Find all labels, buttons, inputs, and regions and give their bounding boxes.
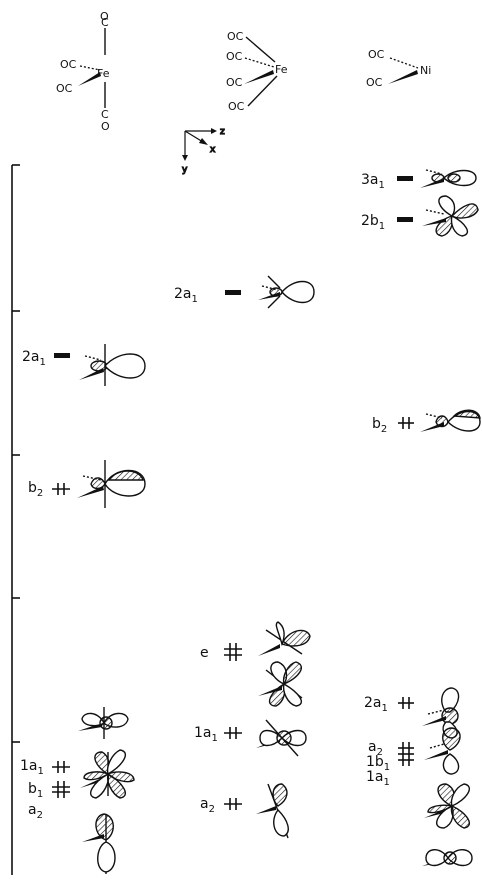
level-label: b2 (28, 480, 43, 499)
orbital-d-shape (256, 719, 307, 757)
atom-label: OC (60, 58, 77, 71)
orbital-d-shape (256, 783, 289, 839)
axis-x-label: x (210, 145, 216, 155)
level-label: 2b1 (361, 213, 385, 232)
structure-left: O C Fe C O OC OC (56, 10, 110, 133)
level-marker-empty (54, 353, 70, 358)
level-label: 2a1 (364, 695, 388, 714)
atom-label: O (100, 10, 109, 23)
level-marker-filled (224, 643, 242, 661)
orbital-lobe-shape (420, 169, 477, 188)
atom-label: O (101, 120, 110, 133)
orbital-d-shape (78, 707, 129, 739)
level-marker-filled (398, 417, 414, 429)
orbital-d-shape (422, 849, 473, 867)
level-markers-filled (52, 417, 414, 810)
level-marker-empty (225, 290, 241, 295)
level-marker-filled (52, 781, 70, 798)
level-label: a2 (200, 796, 215, 815)
level-marker-filled (52, 483, 70, 495)
level-label: b1 (28, 781, 43, 800)
orbital-lobe-shape (79, 344, 146, 386)
atom-label: OC (227, 30, 244, 43)
level-label: b2 (372, 416, 387, 435)
atom-label: OC (366, 76, 383, 89)
level-marker-filled (52, 761, 70, 773)
orbital-d-shape (422, 195, 479, 237)
structure-right: OC OC Ni (366, 48, 431, 89)
orbital-d-shape (424, 783, 470, 829)
atom-label: Fe (275, 63, 288, 76)
energy-axis (11, 164, 20, 875)
structure-middle: OC OC OC OC Fe (226, 30, 288, 113)
atom-label: C (101, 16, 109, 29)
atom-label: OC (368, 48, 385, 61)
atom-label: Ni (420, 64, 431, 77)
orbital-d-shape (80, 749, 135, 799)
level-label: 2a1 (22, 349, 46, 368)
level-label: a2 (368, 739, 383, 758)
atom-label: OC (56, 82, 73, 95)
axis-z-label: z (220, 127, 225, 137)
level-label: a2 (28, 802, 43, 821)
level-label: 2a1 (174, 286, 198, 305)
orbital-lobe-shape (258, 621, 311, 656)
level-markers (54, 176, 413, 358)
level-marker-filled (398, 742, 414, 766)
coordinate-axes-icon: z x y (181, 126, 225, 175)
level-label: 1b1 (366, 754, 390, 773)
atom-label: OC (226, 76, 243, 89)
level-marker-filled (224, 727, 242, 739)
level-labels: 2a1 b2 1a1 b1 a2 2a1 e 1a1 a2 3a1 2b1 b2… (20, 172, 390, 821)
atom-label: Fe (97, 67, 110, 80)
level-marker-filled (224, 798, 242, 810)
level-marker-filled (398, 697, 414, 709)
axis-y-label: y (182, 165, 188, 175)
atom-label: OC (228, 100, 245, 113)
level-label: e (200, 645, 209, 661)
level-label: 1a1 (194, 725, 218, 744)
level-marker-empty (397, 217, 413, 222)
orbital-lobe-shape (420, 409, 481, 432)
orbital-d-shape (82, 813, 116, 874)
orbital-d-shape (258, 661, 303, 707)
level-label: 3a1 (361, 172, 385, 191)
atom-label: OC (226, 50, 243, 63)
level-marker-empty (397, 176, 413, 181)
orbital-lobe-shape (258, 275, 315, 309)
level-label: 1a1 (20, 758, 44, 777)
level-label: 1a1 (366, 769, 390, 788)
orbital-d-shape (424, 727, 461, 775)
atom-label: C (101, 108, 109, 121)
orbital-lobe-shape (77, 460, 146, 508)
orbital-drawings (77, 169, 481, 874)
